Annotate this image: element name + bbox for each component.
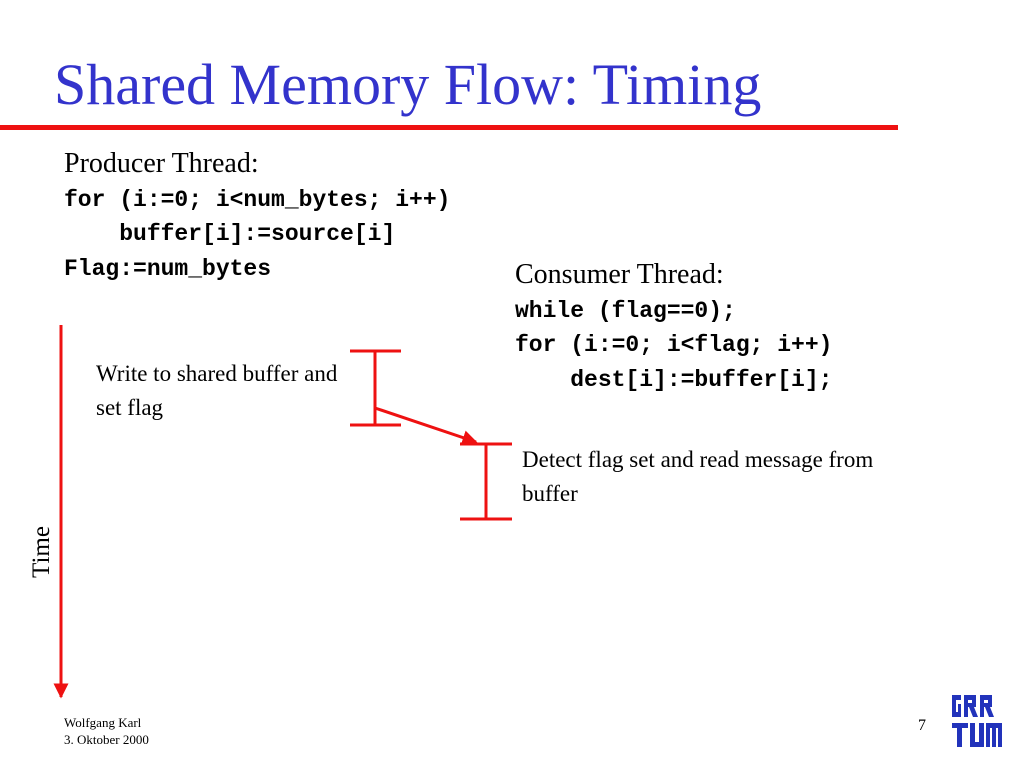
producer-code-line: for (i:=0; i<num_bytes; i++): [64, 187, 451, 213]
producer-interval-note: Write to shared buffer and set flag: [96, 361, 338, 420]
title-underline: [0, 125, 898, 130]
footer-author: Wolfgang Karl: [64, 715, 142, 730]
producer-code-line: buffer[i]:=source[i]: [64, 221, 396, 247]
consumer-code-line: for (i:=0; i<flag; i++): [515, 332, 833, 358]
consumer-thread-heading: Consumer Thread:: [515, 259, 724, 290]
time-axis-label: Time: [28, 526, 55, 578]
consumer-interval-note: Detect flag set and read message from bu…: [522, 447, 874, 506]
consumer-interval-bracket: [460, 442, 512, 521]
consumer-code-line: while (flag==0);: [515, 298, 736, 324]
tum-logo: [952, 695, 1002, 747]
footer-date: 3. Oktober 2000: [64, 732, 149, 747]
producer-thread-heading: Producer Thread:: [64, 148, 259, 179]
signal-arrow: [374, 406, 478, 445]
slide-title: Shared Memory Flow: Timing: [54, 52, 762, 117]
producer-code-line: Flag:=num_bytes: [64, 256, 272, 282]
page-number: 7: [918, 717, 926, 734]
producer-interval-bracket: [350, 349, 401, 427]
consumer-code-line: dest[i]:=buffer[i];: [515, 367, 833, 393]
